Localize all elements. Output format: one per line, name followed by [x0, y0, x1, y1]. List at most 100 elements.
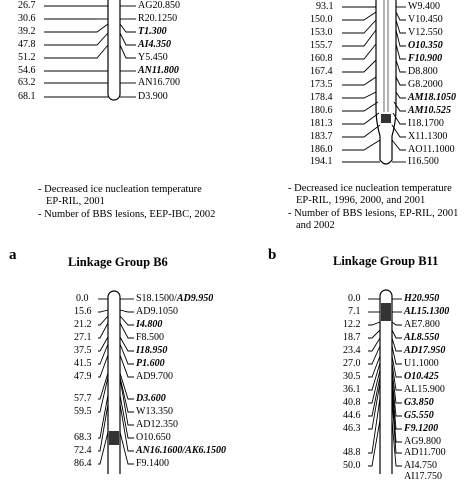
panel-d-marker-13: AI4.750	[404, 460, 438, 471]
panel-a-note-1: - Decreased ice nucleation temperature	[38, 184, 202, 195]
panel-b-marker-7: AM18.1050	[408, 92, 457, 103]
panel-d-pos-5: 27.0	[343, 358, 361, 369]
panel-d-pos-3: 18.7	[343, 332, 361, 343]
panel-b-marker-9: I18.1700	[408, 118, 444, 129]
panel-b-letter: b	[268, 247, 277, 263]
panel-b-pos-11: 186.0	[310, 144, 333, 155]
panel-d-pos-2: 12.2	[343, 319, 361, 330]
panel-b-marker-11: AO11.1000	[408, 144, 455, 155]
panel-d-pos-1: 7.1	[348, 306, 361, 317]
panel-d-marker-9: G5.550	[404, 410, 434, 421]
panel-b-note-3: - Number of BBS lesions, EP-RIL, 2001	[288, 208, 459, 219]
panel-c-pos-12: 86.4	[74, 458, 92, 469]
panel-d-marker-2: AE7.800	[404, 319, 440, 330]
panel-c-marker-11: AN16.1600/AK6.1500	[136, 445, 227, 456]
panel-b-pos-12: 194.1	[310, 156, 333, 167]
panel-c-pos-5: 41.5	[74, 358, 92, 369]
panel-b-marker-4: F10.900	[408, 53, 443, 64]
panel-d-marker-6: O10.425	[404, 371, 439, 382]
panel-c-pos-3: 27.1	[74, 332, 92, 343]
panel-b-pos-3: 155.7	[310, 40, 333, 51]
panel-b-pos-6: 173.5	[310, 79, 333, 90]
panel-a-pos-6: 54.6	[18, 65, 36, 76]
panel-c-pos-7: 57.7	[74, 393, 92, 404]
panel-b-pos-4: 160.8	[310, 53, 333, 64]
panel-c-title: Linkage Group B6	[68, 255, 168, 269]
panel-c-pos-2: 21.2	[74, 319, 92, 330]
panel-a-pos-5: 51.2	[18, 52, 36, 63]
panel-b-pos-0: 93.1	[316, 1, 334, 12]
panel-b-note-1: - Decreased ice nucleation temperature	[288, 183, 452, 194]
panel-d-marker-10: F9.1200	[404, 423, 439, 434]
panel-c-marker-9: AD12.350	[136, 419, 178, 430]
panel-b-pos-8: 180.6	[310, 105, 333, 116]
panel-d-pos-0: 0.0	[348, 293, 361, 304]
panel-a-marker-6: AN11.800	[138, 65, 179, 76]
panel-d-marker-8: G3.850	[404, 397, 434, 408]
panel-c-pos-11: 72.4	[74, 445, 92, 456]
panel-a-pos-8: 68.1	[18, 91, 36, 102]
panel-b-pos-10: 183.7	[310, 131, 333, 142]
panel-d-marker-1: AL15.1300	[404, 306, 450, 317]
panel-d-marker-12: AD11.700	[404, 447, 446, 458]
panel-a-marker-4: AI4.350	[138, 39, 172, 50]
panel-b-note-2: EP-RIL, 1996, 2000, and 2001	[296, 195, 426, 206]
panel-a-marker-2: AG20.850	[138, 0, 180, 11]
panel-c-marker-4: I18.950	[136, 345, 168, 356]
panel-c-marker-1: AD9.1050	[136, 306, 178, 317]
panel-d-pos-7: 36.1	[343, 384, 361, 395]
panel-d-pos-8: 40.8	[343, 397, 361, 408]
panel-d-pos-13: 50.0	[343, 460, 361, 471]
panel-b-pos-9: 181.3	[310, 118, 333, 129]
panel-a-note-3: - Number of BBS lesions, EEP-IBC, 2002	[38, 209, 216, 220]
panel-a-marker-3: T1.300	[138, 26, 167, 37]
panel-d-pos-12: 48.8	[343, 447, 361, 458]
panel-d-marker-5: U1.1000	[404, 358, 439, 369]
panel-b-marker-6: G8.2000	[408, 79, 443, 90]
panel-a-pos-4: 47.8	[18, 39, 36, 50]
panel-b-pos-7: 178.4	[310, 92, 333, 103]
panel-b-marker-12: I16.500	[408, 156, 439, 167]
panel-c-marker-8: W13.350	[136, 406, 173, 417]
panel-c-pos-8: 59.5	[74, 406, 92, 417]
panel-d-marker-11: AG9.800	[404, 436, 441, 447]
panel-c-pos-4: 37.5	[74, 345, 92, 356]
panel-a-pos-3: 39.2	[18, 26, 36, 37]
panel-a-pos-1: 30.6	[18, 13, 36, 24]
panel-a-marker-1: R20.1250	[138, 13, 178, 24]
panel-c-marker-10: O10.650	[136, 432, 171, 443]
panel-d-pos-10: 46.3	[343, 423, 361, 434]
panel-a-marker-8: D3.900	[138, 91, 168, 102]
panel-c-pos-1: 15.6	[74, 306, 92, 317]
panel-d-marker-3: AL8.550	[404, 332, 440, 343]
panel-d-marker-7: AL15.900	[404, 384, 445, 395]
panel-b-pos-2: 153.0	[310, 27, 333, 38]
panel-c-marker-3: F8.500	[136, 332, 165, 343]
panel-c-pos-0: 0.0	[76, 293, 89, 304]
panel-a-note-2: EP-RIL, 2001	[46, 196, 105, 207]
panel-b-marker-10: X11.1300	[408, 131, 448, 142]
panel-d-pos-4: 23.4	[343, 345, 361, 356]
panel-b-marker-5: D8.800	[408, 66, 438, 77]
panel-a-marker-5: Y5.450	[138, 52, 168, 63]
panel-d-title: Linkage Group B11	[333, 254, 439, 268]
panel-b-pos-1: 150.0	[310, 14, 333, 25]
panel-a-pos-7: 63.2	[18, 77, 36, 88]
panel-c-marker-0: S18.1500/AD9.950	[136, 293, 214, 304]
panel-c-marker-5: P1.600	[136, 358, 165, 369]
panel-c-marker-6: AD9.700	[136, 371, 173, 382]
panel-b-marker-8: AM10.525	[408, 105, 452, 116]
panel-d-marker-4: AD17.950	[404, 345, 446, 356]
panel-c-marker-7: D3.600	[136, 393, 166, 404]
panel-b-marker-2: V12.550	[408, 27, 443, 38]
panel-b-marker-1: V10.450	[408, 14, 443, 25]
panel-a-pos-0: 26.7	[18, 0, 36, 11]
panel-b-note-4: and 2002	[296, 220, 335, 231]
panel-b-marker-3: O10.350	[408, 40, 443, 51]
panel-d-pos-9: 44.6	[343, 410, 361, 421]
panel-c-marker-12: F9.1400	[136, 458, 170, 469]
panel-d-pos-6: 30.5	[343, 371, 361, 382]
